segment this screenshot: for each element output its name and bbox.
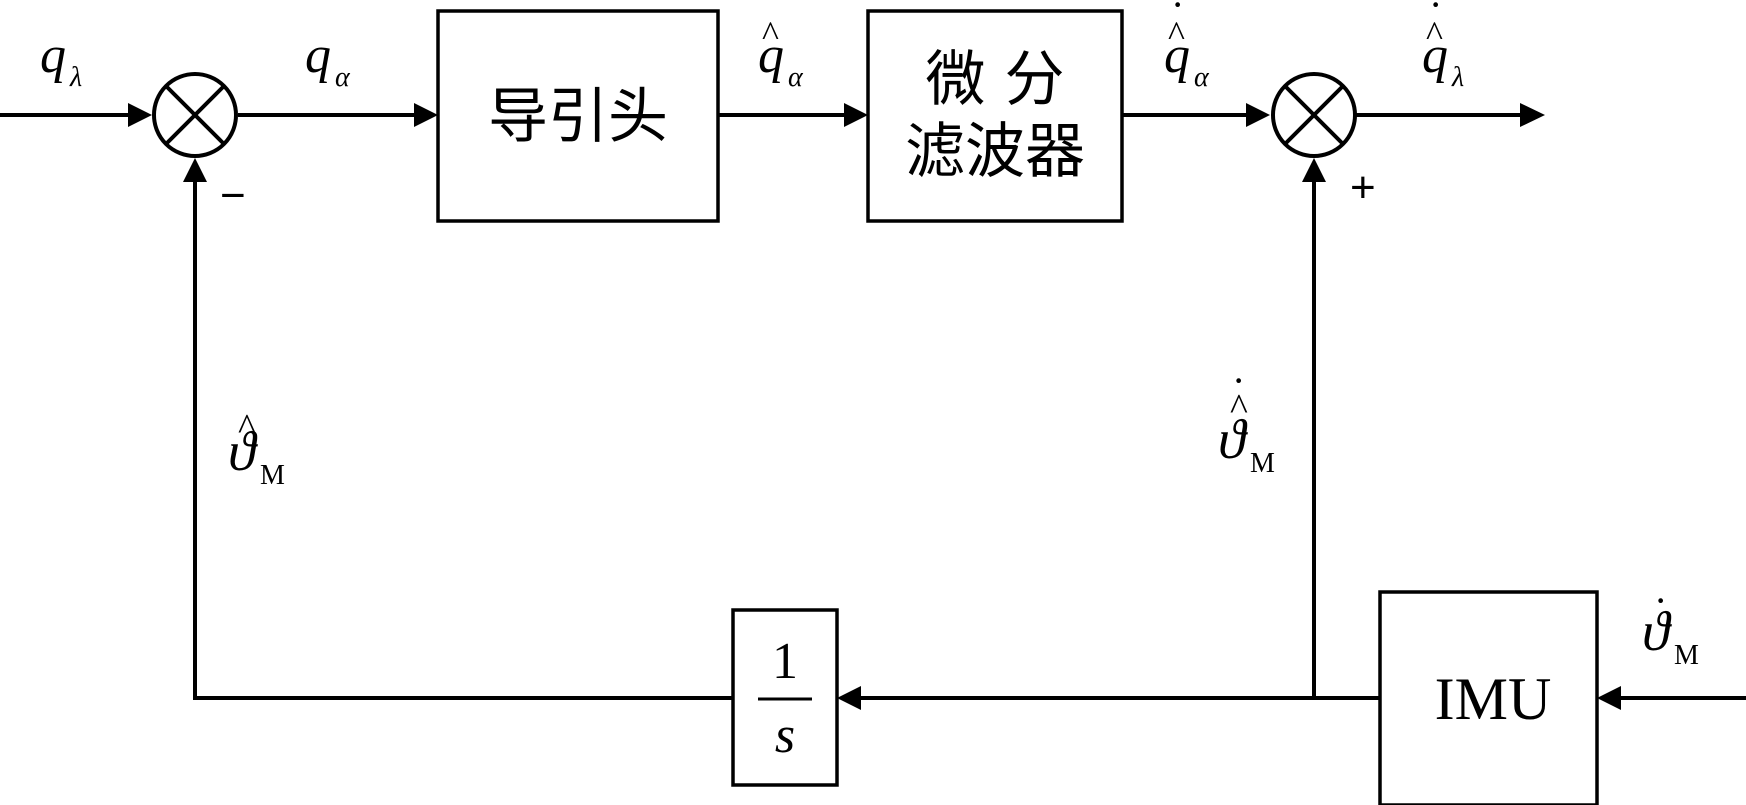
svg-text:q: q — [40, 27, 66, 84]
svg-text:α: α — [335, 62, 351, 93]
svg-text:ϑ: ϑ — [1642, 601, 1672, 663]
svg-text:·: · — [1232, 358, 1245, 403]
svg-text:ϑ: ϑ — [1218, 409, 1248, 471]
svg-text:^: ^ — [238, 407, 256, 449]
svg-text:q: q — [1164, 27, 1190, 84]
arrowhead — [128, 103, 152, 127]
label-theta-m-hat-dot: · ^ ϑ M — [1218, 358, 1275, 479]
filter-label-line2: 滤波器 — [905, 117, 1085, 187]
svg-text:·: · — [1654, 578, 1667, 623]
label-theta-m-dot: · ϑ M — [1642, 578, 1699, 671]
svg-text:α: α — [788, 62, 804, 93]
svg-text:ϑ: ϑ — [228, 421, 258, 483]
svg-text:^: ^ — [1426, 14, 1443, 54]
arrowhead — [837, 686, 861, 710]
arrowhead — [183, 158, 207, 182]
minus-sign: − — [220, 171, 246, 220]
summing-junction-left — [152, 72, 238, 158]
svg-text:q: q — [1422, 27, 1448, 84]
imu-block: IMU — [1378, 590, 1599, 805]
filter-label-line1: 微 分 — [925, 45, 1064, 115]
label-q-alpha-hat-dot: · ^ q α — [1164, 0, 1210, 93]
arrowhead — [1302, 158, 1326, 182]
integrator-block: 1 s — [731, 608, 839, 787]
arrowhead — [1597, 686, 1621, 710]
plus-sign: + — [1350, 163, 1376, 212]
arrowhead — [414, 103, 438, 127]
svg-text:^: ^ — [762, 14, 779, 54]
summing-junction-right — [1271, 72, 1357, 158]
arrowhead — [1246, 103, 1270, 127]
svg-text:^: ^ — [1230, 387, 1248, 429]
svg-text:·: · — [1429, 0, 1442, 27]
integrator-denominator: s — [775, 707, 795, 764]
label-q-alpha-hat: ^ q α — [758, 14, 804, 93]
svg-text:M: M — [1674, 640, 1699, 671]
svg-text:q: q — [758, 27, 784, 84]
svg-text:α: α — [1194, 62, 1210, 93]
differential-filter-block: 微 分 滤波器 — [866, 9, 1124, 223]
imu-label: IMU — [1435, 666, 1552, 732]
integrator-numerator: 1 — [772, 633, 798, 690]
svg-text:q: q — [305, 27, 331, 84]
svg-text:λ: λ — [69, 62, 82, 93]
arrowhead — [1520, 103, 1545, 127]
svg-text:·: · — [1171, 0, 1184, 27]
seeker-label: 导引头 — [488, 82, 668, 152]
arrowhead — [844, 103, 868, 127]
label-q-lambda-hat-dot: · ^ q λ — [1422, 0, 1464, 93]
svg-text:M: M — [1250, 448, 1275, 479]
label-theta-m-hat: ^ ϑ M — [228, 407, 285, 491]
label-q-lambda: q λ — [40, 27, 82, 93]
seeker-block: 导引头 — [436, 9, 720, 223]
svg-text:λ: λ — [1451, 62, 1464, 93]
label-q-alpha: q α — [305, 27, 351, 93]
svg-text:M: M — [260, 460, 285, 491]
svg-text:^: ^ — [1168, 14, 1185, 54]
